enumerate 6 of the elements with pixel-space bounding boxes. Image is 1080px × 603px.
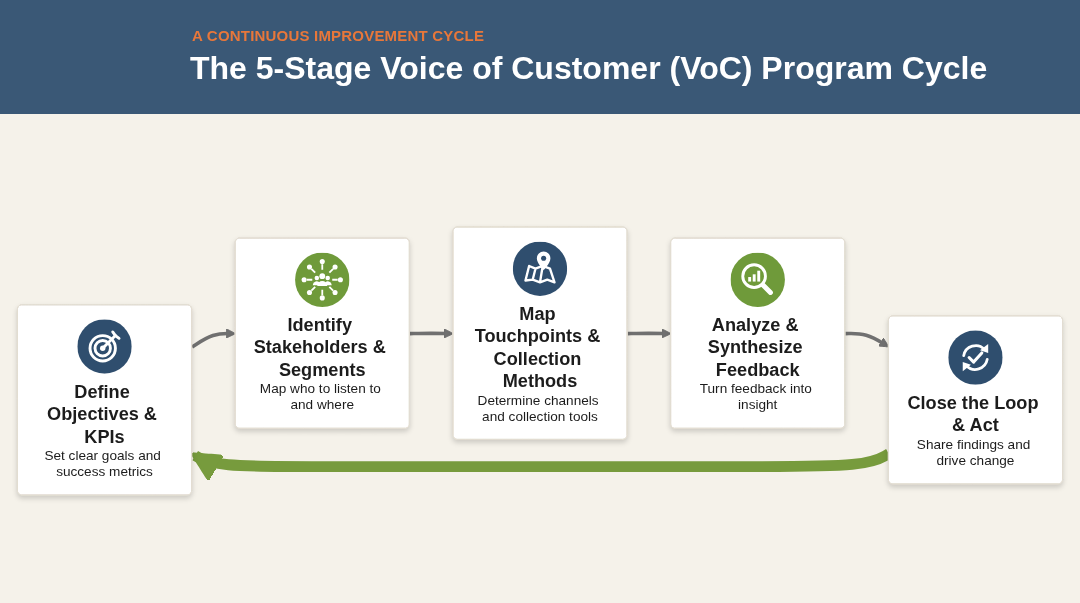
arrow [409, 328, 454, 339]
title: The 5-Stage Voice of Customer (VoC) Program Cycle [190, 50, 988, 87]
arrow [627, 328, 672, 339]
subtitle: A CONTINUOUS IMPROVEMENT CYCLE [192, 27, 485, 44]
arrow [845, 331, 890, 348]
arrow [191, 328, 237, 349]
